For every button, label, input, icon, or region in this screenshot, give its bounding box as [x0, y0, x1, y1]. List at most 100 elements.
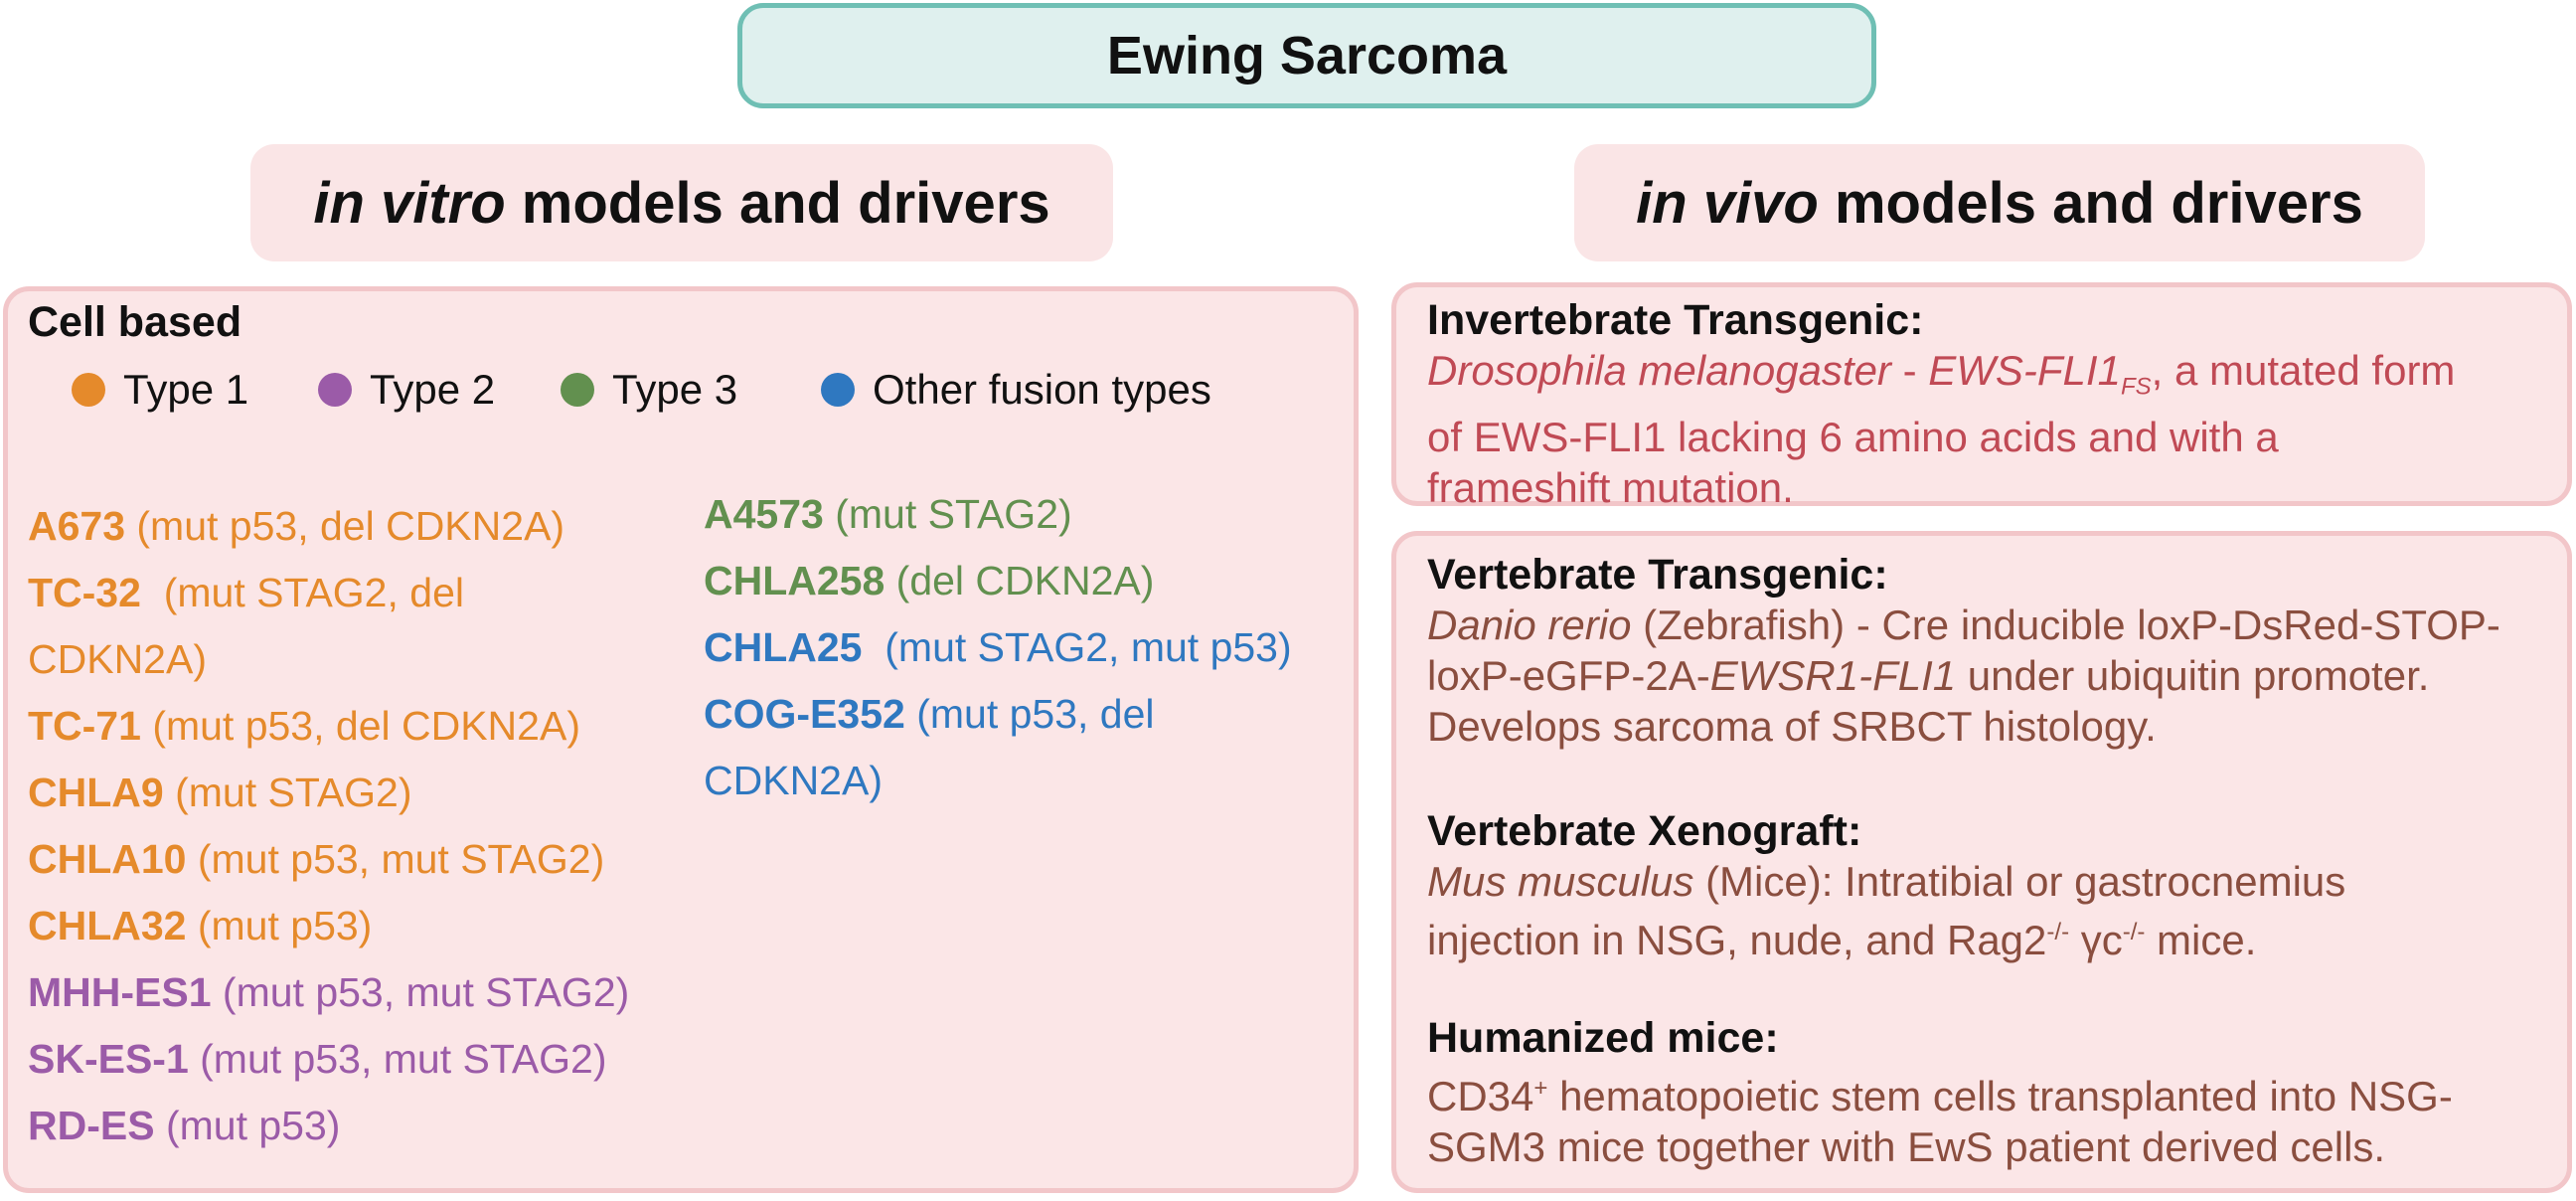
cell-line: RD-ES (mut p53) [28, 1093, 629, 1159]
cell-line: CHLA32 (mut p53) [28, 893, 629, 959]
cell-line-detail: CDKN2A) [704, 758, 883, 803]
species-name: Mus musculus [1427, 858, 1694, 905]
cell-line-detail: (mut p53, mut STAG2) [186, 836, 605, 882]
cell-line-name: TC-32 [28, 570, 141, 615]
gene-subscript: FS [2120, 373, 2152, 401]
cell-line: CHLA9 (mut STAG2) [28, 760, 629, 826]
invertebrate-line-1: Drosophila melanogaster - EWS-FLI1FS, a … [1427, 345, 2455, 412]
line-rest: (Zebrafish) - Cre inducible loxP-DsRed-S… [1631, 601, 2500, 648]
cell-line-name: CHLA32 [28, 903, 187, 948]
humanized-mice-block: Humanized mice: CD34+ hematopoietic stem… [1427, 1014, 2453, 1172]
vertebrate-xenograft-line-2: injection in NSG, nude, and Rag2-/- γc-/… [1427, 907, 2345, 965]
cell-line-detail: (mut p53, mut STAG2) [211, 969, 630, 1015]
cell-line-name: COG-E352 [704, 691, 905, 737]
cell-line-name: RD-ES [28, 1103, 155, 1148]
diagram-title: Ewing Sarcoma [1106, 26, 1508, 86]
cell-line-detail: (mut p53, del CDKN2A) [140, 703, 580, 749]
vertebrate-panel [1391, 531, 2572, 1193]
cell-line-column-1: A673 (mut p53, del CDKN2A) TC-32 (mut ST… [28, 493, 629, 1159]
vertebrate-transgenic-line-2: loxP-eGFP-2A-EWSR1-FLI1 under ubiquitin … [1427, 650, 2500, 701]
line-part: CD34 [1427, 1073, 1534, 1119]
cell-line-detail: (mut STAG2, del [140, 570, 464, 615]
in-vivo-italic: in vivo [1636, 170, 1819, 236]
legend-other-label: Other fusion types [873, 366, 1211, 413]
cell-line-name: SK-ES-1 [28, 1036, 189, 1082]
cell-line-detail: (mut STAG2, mut p53) [862, 624, 1292, 670]
cell-line-name: A673 [28, 503, 126, 549]
cell-line: CDKN2A) [28, 626, 629, 693]
in-vitro-italic: in vitro [313, 170, 506, 236]
type1-dot-icon [72, 373, 105, 407]
line-part: loxP-eGFP-2A- [1427, 652, 1710, 699]
cell-line-detail: (mut p53, del CDKN2A) [125, 503, 565, 549]
cell-line: A4573 (mut STAG2) [704, 481, 1292, 548]
line-part: under ubiquitin promoter. [1956, 652, 2430, 699]
dash: - [1890, 347, 1929, 394]
vertebrate-transgenic-heading: Vertebrate Transgenic: [1427, 551, 1888, 599]
cell-line-detail: (mut p53) [186, 903, 373, 948]
cell-line-name: A4573 [704, 491, 824, 537]
invertebrate-heading: Invertebrate Transgenic: [1427, 296, 1924, 344]
cell-line-name: CHLA10 [28, 836, 187, 882]
cell-line: CDKN2A) [704, 748, 1292, 814]
cell-line-detail: (mut p53) [154, 1103, 341, 1148]
vertebrate-transgenic-line-1: Danio rerio (Zebrafish) - Cre inducible … [1427, 600, 2500, 650]
type2-dot-icon [318, 373, 352, 407]
in-vivo-header: in vivo models and drivers [1574, 144, 2425, 261]
vertebrate-transgenic-block: Vertebrate Transgenic: Danio rerio (Zebr… [1427, 551, 2500, 752]
in-vitro-rest: models and drivers [505, 170, 1050, 236]
humanized-line-1: CD34+ hematopoietic stem cells transplan… [1427, 1063, 2453, 1121]
legend-type1: Type 1 [72, 366, 248, 414]
gene-name: EWS-FLI1 [1928, 347, 2121, 394]
cell-line: COG-E352 (mut p53, del [704, 681, 1292, 748]
vertebrate-xenograft-block: Vertebrate Xenograft: Mus musculus (Mice… [1427, 807, 2345, 965]
cell-line: A673 (mut p53, del CDKN2A) [28, 493, 629, 560]
cell-line: CHLA10 (mut p53, mut STAG2) [28, 826, 629, 893]
cell-line-detail: (mut p53, mut STAG2) [188, 1036, 607, 1082]
invertebrate-line-2: of EWS-FLI1 lacking 6 amino acids and wi… [1427, 414, 2279, 461]
cell-line-name: CHLA25 [704, 624, 863, 670]
legend-type1-label: Type 1 [123, 366, 249, 413]
cell-line: TC-32 (mut STAG2, del [28, 560, 629, 626]
vertebrate-transgenic-line-3: Develops sarcoma of SRBCT histology. [1427, 703, 2157, 750]
line-part: hematopoietic stem cells transplanted in… [1547, 1073, 2453, 1119]
vertebrate-xenograft-heading: Vertebrate Xenograft: [1427, 807, 1862, 855]
cell-line-detail: (mut STAG2) [823, 491, 1072, 537]
legend-type3: Type 3 [561, 366, 737, 414]
humanized-mice-heading: Humanized mice: [1427, 1014, 1779, 1062]
line-part: γc [2069, 917, 2123, 963]
legend-type2-label: Type 2 [370, 366, 496, 413]
line-rest: (Mice): Intratibial or gastrocnemius [1693, 858, 2346, 905]
type3-dot-icon [561, 373, 594, 407]
cell-line: CHLA258 (del CDKN2A) [704, 548, 1292, 614]
line-rest: , a mutated form [2151, 347, 2456, 394]
legend-type3-label: Type 3 [612, 366, 738, 413]
gene-name: EWSR1-FLI1 [1709, 652, 1957, 699]
superscript: -/- [2046, 919, 2070, 945]
species-name: Drosophila melanogaster [1427, 347, 1891, 394]
line-part: mice. [2145, 917, 2257, 963]
cell-line-detail: (del CDKN2A) [885, 558, 1155, 603]
invertebrate-panel [1391, 282, 2572, 506]
cell-line-detail: (mut p53, del [904, 691, 1155, 737]
other-dot-icon [821, 373, 855, 407]
invertebrate-line-3: frameshift mutation. [1427, 464, 1794, 512]
line-part: injection in NSG, nude, and Rag2 [1427, 917, 2047, 963]
cell-line-name: TC-71 [28, 703, 141, 749]
cell-line-column-2: A4573 (mut STAG2) CHLA258 (del CDKN2A) C… [704, 481, 1292, 814]
superscript: -/- [2122, 919, 2146, 945]
cell-based-panel [3, 286, 1359, 1193]
cell-line-name: MHH-ES1 [28, 969, 212, 1015]
cell-line-name: CHLA258 [704, 558, 886, 603]
vertebrate-xenograft-line-1: Mus musculus (Mice): Intratibial or gast… [1427, 856, 2345, 907]
cell-line: MHH-ES1 (mut p53, mut STAG2) [28, 959, 629, 1026]
humanized-line-2: SGM3 mice together with EwS patient deri… [1427, 1123, 2386, 1170]
legend-type2: Type 2 [318, 366, 495, 414]
cell-line: SK-ES-1 (mut p53, mut STAG2) [28, 1026, 629, 1093]
cell-line-detail: (mut STAG2) [163, 770, 412, 815]
cell-based-heading: Cell based [28, 298, 242, 346]
in-vivo-rest: models and drivers [1818, 170, 2363, 236]
species-name: Danio rerio [1427, 601, 1632, 648]
superscript: + [1533, 1075, 1548, 1102]
in-vitro-header: in vitro models and drivers [250, 144, 1113, 261]
